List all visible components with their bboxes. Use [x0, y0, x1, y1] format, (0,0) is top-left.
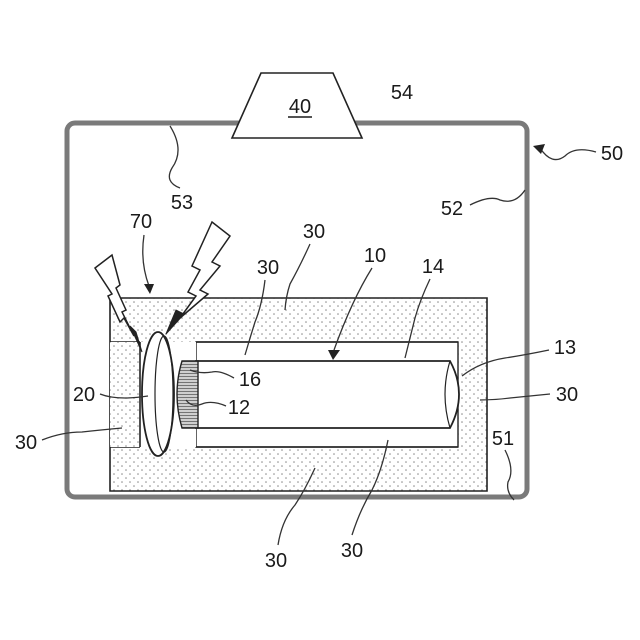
label-50: 50 — [601, 143, 623, 165]
label-20: 20 — [73, 384, 95, 406]
label-54: 54 — [391, 82, 413, 104]
label-16: 16 — [239, 369, 261, 391]
label-30-bottom-left: 30 — [265, 550, 287, 572]
label-30-right: 30 — [556, 384, 578, 406]
label-51: 51 — [492, 428, 514, 450]
label-70: 70 — [130, 211, 152, 233]
label-13: 13 — [554, 337, 576, 359]
label-52: 52 — [441, 198, 463, 220]
label-10: 10 — [364, 245, 386, 267]
label-12: 12 — [228, 397, 250, 419]
label-14: 14 — [422, 256, 444, 278]
label-53: 53 — [171, 192, 193, 214]
label-30-left: 30 — [15, 432, 37, 454]
label-30-top: 30 — [303, 221, 325, 243]
leader-50 — [540, 148, 596, 160]
label-30-inner: 30 — [257, 257, 279, 279]
label-30-bottom-right: 30 — [341, 540, 363, 562]
label-40: 40 — [289, 96, 311, 118]
window-slot-left-strip — [110, 342, 140, 447]
